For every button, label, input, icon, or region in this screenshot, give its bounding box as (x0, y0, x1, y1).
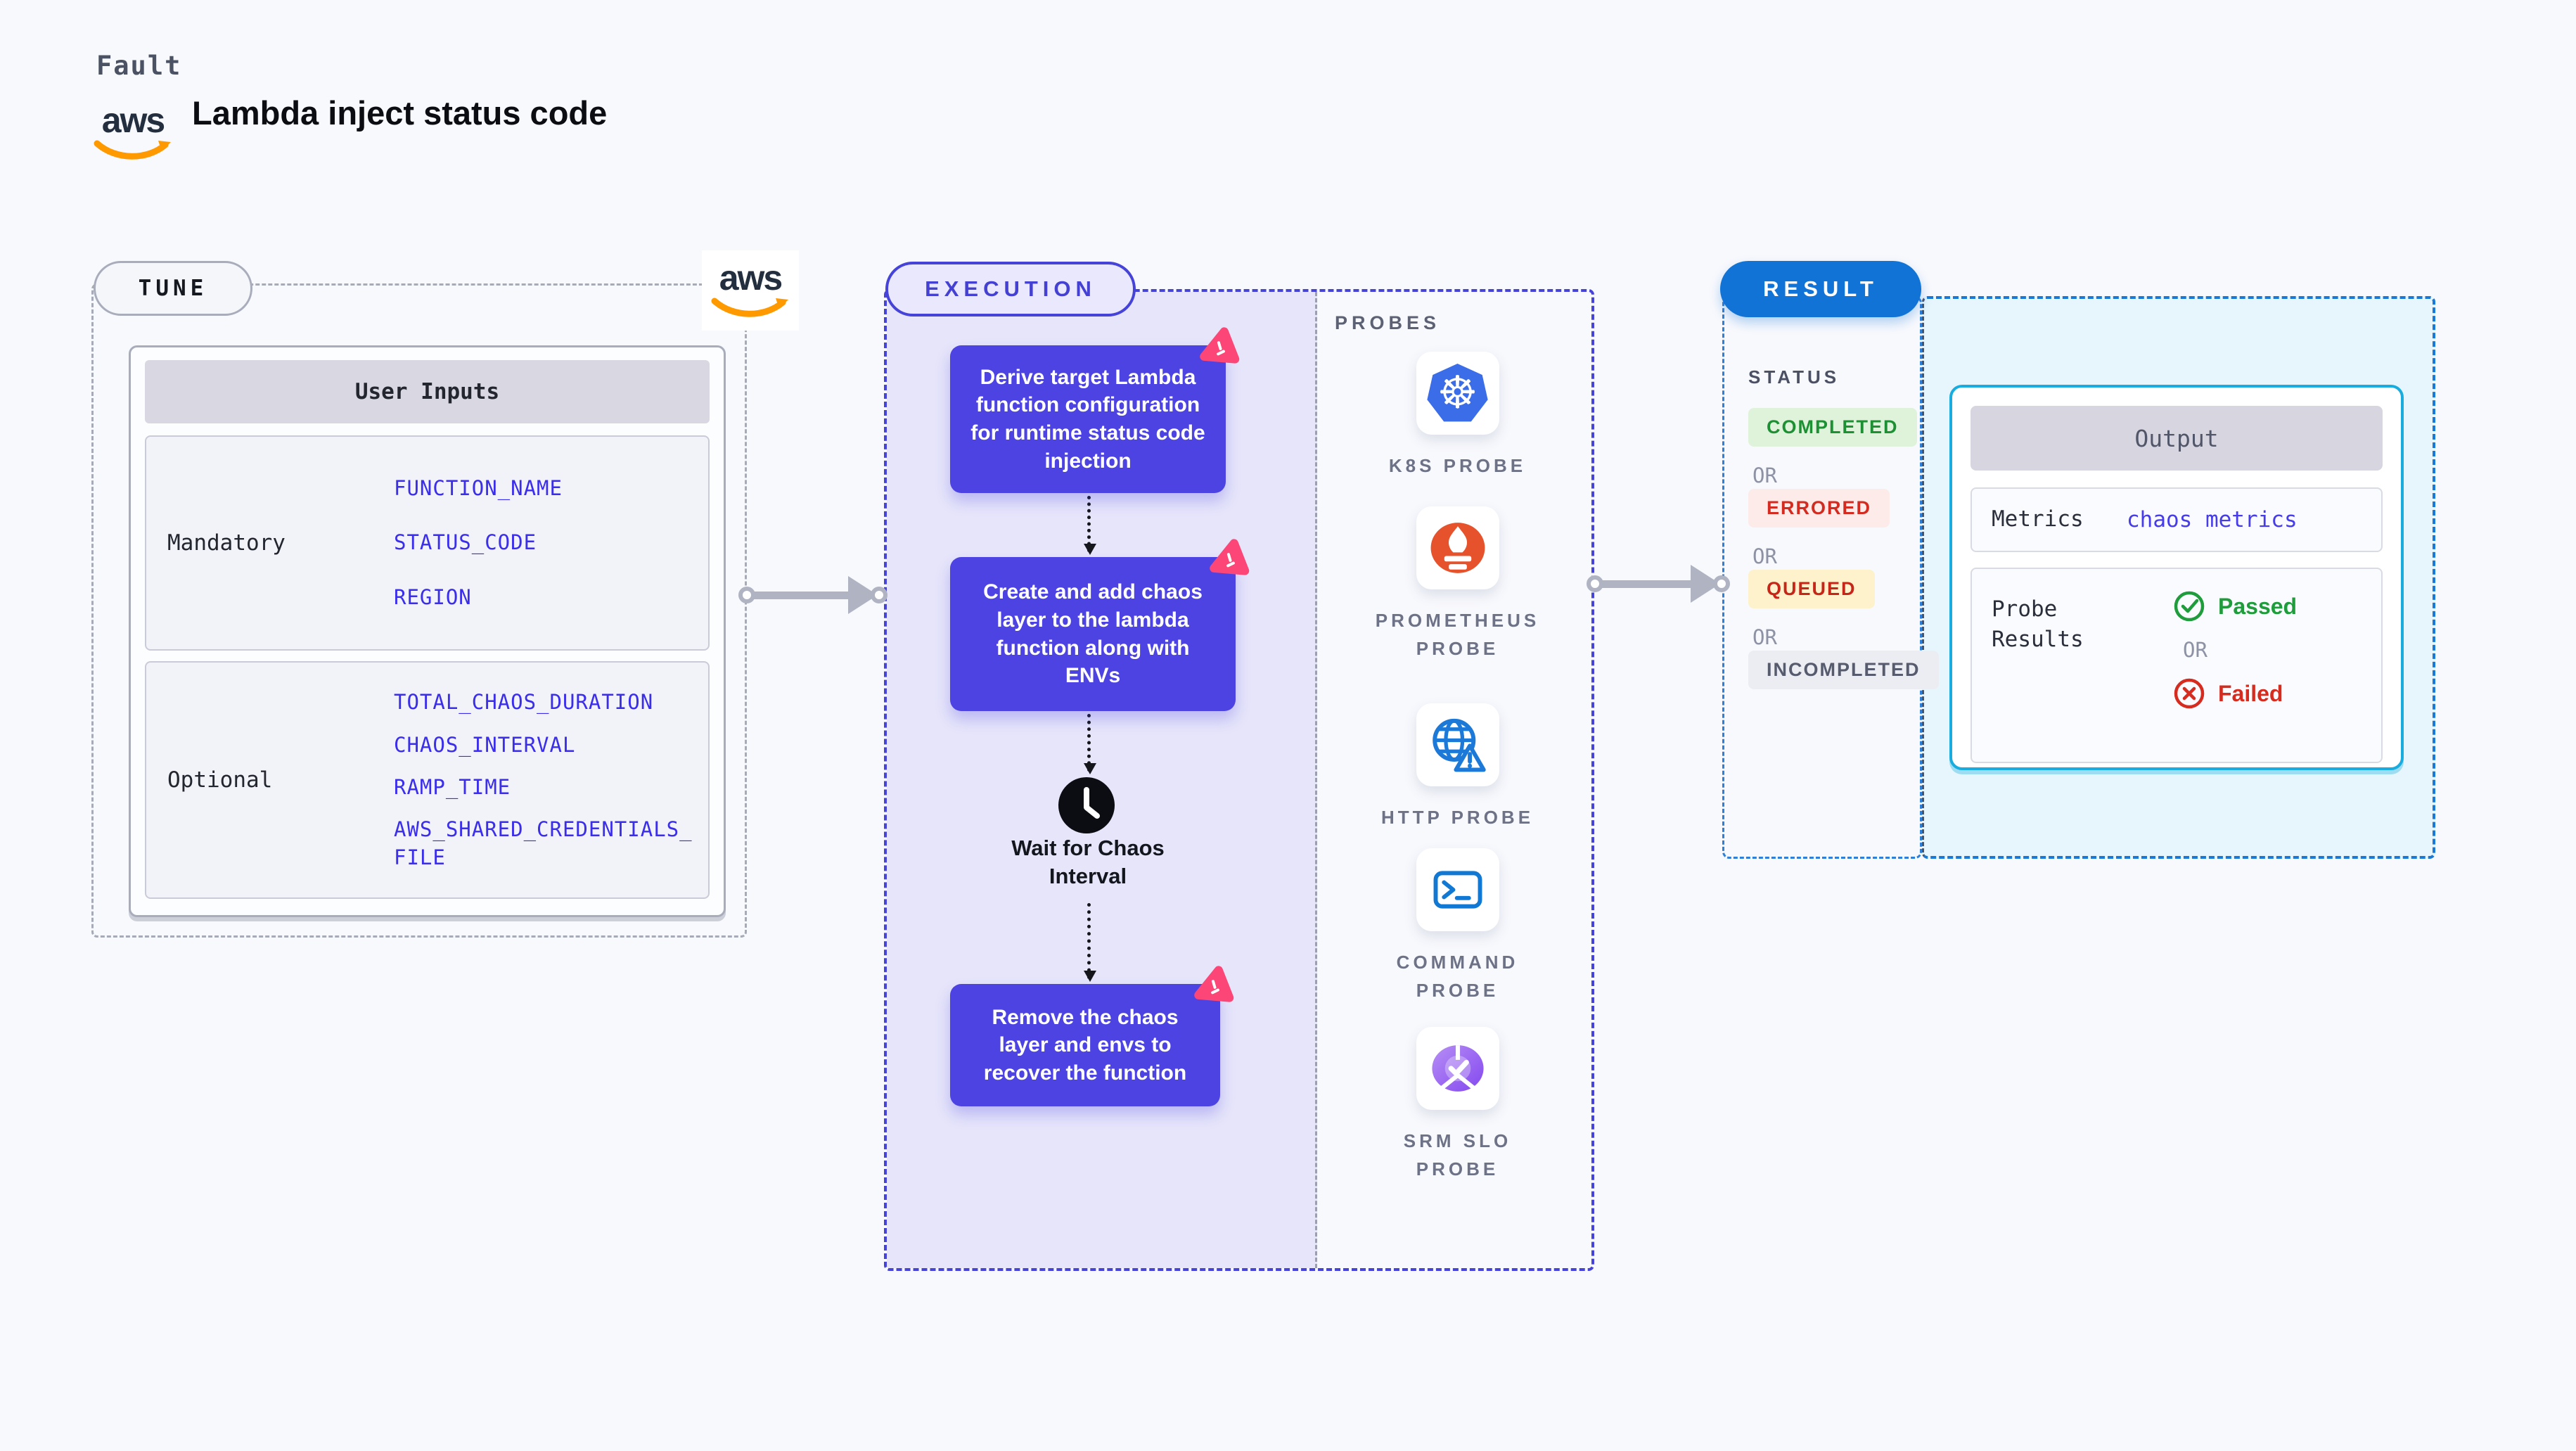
status-heading: STATUS (1748, 366, 1840, 388)
arrow-shaft (1602, 580, 1692, 588)
result-badge: RESULT (1720, 261, 1921, 317)
probe-label: COMMAND PROBE (1396, 952, 1519, 1002)
arrow-shaft (754, 591, 850, 599)
arrow-endpoint (871, 587, 887, 603)
result-status-panel: STATUS COMPLETED OR ERRORED OR QUEUED OR… (1722, 296, 1939, 859)
table-row-mandatory: Mandatory FUNCTION_NAME STATUS_CODE REGI… (145, 435, 710, 651)
step-text: Derive target Lambda function configurat… (970, 365, 1205, 473)
wait-step-label: Wait for Chaos Interval (1011, 836, 1165, 889)
execution-step-3: Remove the chaos layer and envs to recov… (950, 966, 1234, 1106)
user-inputs-title: User Inputs (145, 360, 710, 423)
execution-badge: EXECUTION (885, 262, 1136, 317)
kubernetes-icon: ☸ (1427, 364, 1488, 422)
probe-item-k8s: ☸ K8S PROBE (1357, 352, 1558, 480)
probe-label: HTTP PROBE (1380, 807, 1534, 828)
failed-label: Failed (2218, 680, 2283, 706)
step-text: Remove the chaos layer and envs to recov… (983, 1005, 1187, 1085)
probe-card (1416, 848, 1499, 931)
arrow-tune-to-execution (738, 568, 887, 622)
optional-label: Optional (167, 767, 273, 793)
tune-badge: TUNE (94, 261, 252, 316)
srm-slo-icon (1431, 1045, 1484, 1092)
fault-kicker: Fault (96, 51, 182, 81)
user-inputs-table: User Inputs Mandatory FUNCTION_NAME STAT… (129, 345, 726, 917)
env-var: REGION (394, 584, 472, 609)
aws-logo: aws (94, 103, 172, 163)
probe-item-prometheus: PROMETHEUS PROBE (1357, 506, 1558, 663)
arrow-endpoint (1713, 575, 1730, 592)
status-badge-incompleted: INCOMPLETED (1748, 651, 1939, 689)
probe-results-row: Probe Results Passed OR Failed (1971, 568, 2383, 763)
flow-connector (1084, 496, 1096, 555)
status-badge-queued: QUEUED (1748, 570, 1875, 608)
env-var: AWS_SHARED_CREDENTIALS_FILE (394, 817, 693, 869)
status-or: OR (1752, 625, 1777, 649)
mandatory-label: Mandatory (167, 530, 286, 556)
probe-label: SRM SLO PROBE (1403, 1130, 1512, 1180)
status-or: OR (1752, 464, 1777, 487)
status-badge-completed: COMPLETED (1748, 408, 1917, 447)
status-badge-errored: ERRORED (1748, 489, 1890, 528)
metrics-row: Metrics chaos metrics (1971, 487, 2383, 552)
probe-result-or: OR (2183, 638, 2207, 662)
env-var: CHAOS_INTERVAL (394, 732, 576, 757)
probe-card (1416, 506, 1499, 589)
env-var: STATUS_CODE (394, 530, 537, 555)
chaos-fault-icon (1194, 966, 1234, 1002)
x-circle-icon (2174, 678, 2205, 709)
status-or: OR (1752, 544, 1777, 568)
prometheus-icon (1430, 523, 1485, 573)
aws-logo-text: aws (101, 101, 166, 140)
env-var: TOTAL_CHAOS_DURATION (394, 690, 654, 715)
aws-corner-logo: aws (702, 250, 799, 331)
page-title: Lambda inject status code (192, 94, 608, 132)
chaos-metrics-link[interactable]: chaos metrics (2127, 507, 2298, 532)
arrow-endpoint (1587, 575, 1603, 592)
aws-swoosh-icon (94, 140, 171, 160)
clock-icon (1058, 777, 1115, 833)
probe-item-srm-slo: SRM SLO PROBE (1357, 1027, 1558, 1184)
execution-step-2: Create and add chaos layer to the lambda… (950, 539, 1250, 711)
passed-label: Passed (2218, 593, 2298, 619)
probe-card: ☸ (1416, 352, 1499, 435)
table-row-optional: Optional TOTAL_CHAOS_DURATION CHAOS_INTE… (145, 661, 710, 899)
flow-connector (1084, 714, 1096, 774)
probe-item-command: COMMAND PROBE (1357, 848, 1558, 1005)
execution-step-1: Derive target Lambda function configurat… (950, 327, 1240, 493)
probes-heading: PROBES (1335, 312, 1441, 333)
chaos-fault-icon (1200, 327, 1240, 364)
tune-section (91, 283, 747, 938)
check-circle-icon (2174, 591, 2205, 622)
env-var: RAMP_TIME (394, 775, 511, 800)
chaos-fault-icon (1210, 539, 1250, 575)
http-globe-icon (1432, 718, 1486, 772)
probe-result-failed: Failed (2173, 677, 2297, 710)
output-title: Output (1971, 406, 2383, 471)
probe-label: K8S PROBE (1388, 455, 1527, 476)
aws-logo-text: aws (719, 258, 783, 298)
arrow-execution-to-result (1587, 557, 1730, 611)
probe-item-http: HTTP PROBE (1357, 703, 1558, 831)
output-card: Output Metrics chaos metrics Probe Resul… (1949, 385, 2404, 770)
step-text: Create and add chaos layer to the lambda… (983, 580, 1203, 688)
probe-result-passed: Passed (2173, 590, 2297, 622)
aws-swoosh-icon (711, 298, 788, 317)
env-var: FUNCTION_NAME (394, 476, 563, 501)
flow-connector (1084, 903, 1096, 982)
probe-label: PROMETHEUS PROBE (1375, 610, 1540, 660)
probe-card (1416, 703, 1499, 786)
arrow-endpoint (738, 587, 755, 603)
probe-results-label: Probe Results (1992, 596, 2084, 653)
command-terminal-icon (1433, 871, 1482, 909)
probe-card (1416, 1027, 1499, 1110)
metrics-label: Metrics (1992, 506, 2084, 532)
